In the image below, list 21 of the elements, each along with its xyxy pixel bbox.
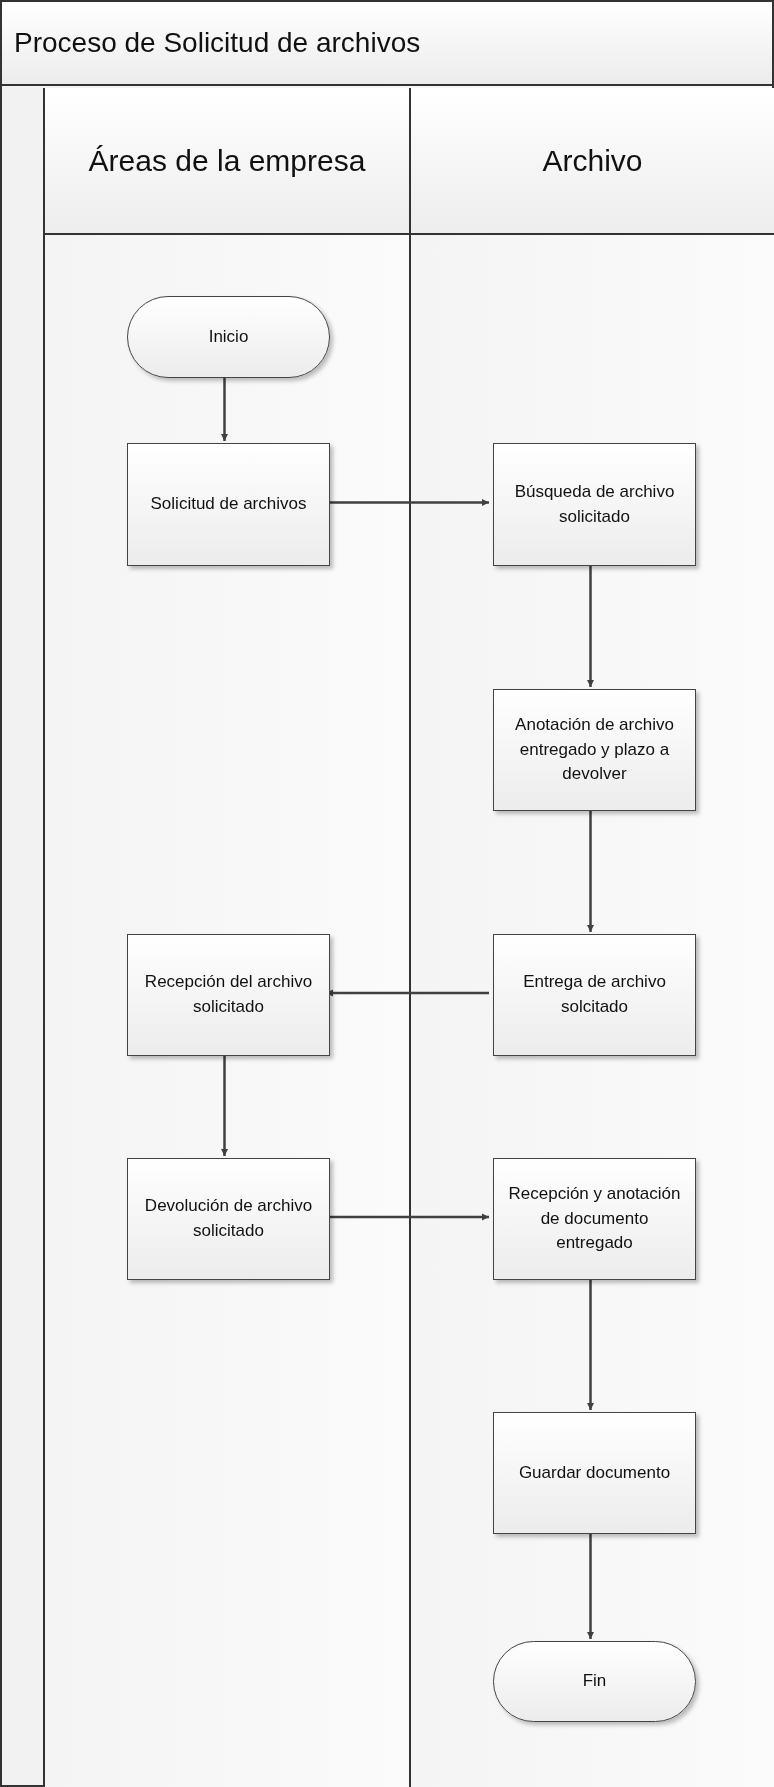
process-box: Recepción y anotación de documento entregado bbox=[493, 1158, 696, 1280]
arrow bbox=[587, 1278, 594, 1410]
process-box: Entrega de archivo solcitado bbox=[493, 934, 696, 1056]
arrow bbox=[587, 809, 594, 932]
process-box: Solicitud de archivos bbox=[127, 443, 330, 566]
process-box: Devolución de archivo solicitado bbox=[127, 1158, 330, 1280]
process-box: Recepción del archivo solicitado bbox=[127, 934, 330, 1056]
pool-title: Proceso de Solicitud de archivos bbox=[2, 2, 772, 86]
process-box: Anotación de archivo entregado y plazo a devolver bbox=[493, 689, 696, 811]
arrow bbox=[221, 1054, 228, 1156]
swimlane bbox=[409, 88, 774, 1787]
terminal-shape: Inicio bbox=[127, 296, 330, 378]
arrow bbox=[221, 376, 228, 441]
lane-title: Áreas de la empresa bbox=[45, 88, 409, 235]
arrow bbox=[587, 1532, 594, 1639]
arrow bbox=[587, 564, 594, 687]
process-box: Guardar documento bbox=[493, 1412, 696, 1534]
swimlane bbox=[43, 88, 409, 1787]
lane-title: Archivo bbox=[411, 88, 774, 235]
process-box: Búsqueda de archivo solicitado bbox=[493, 443, 696, 566]
terminal-shape: Fin bbox=[493, 1641, 696, 1722]
